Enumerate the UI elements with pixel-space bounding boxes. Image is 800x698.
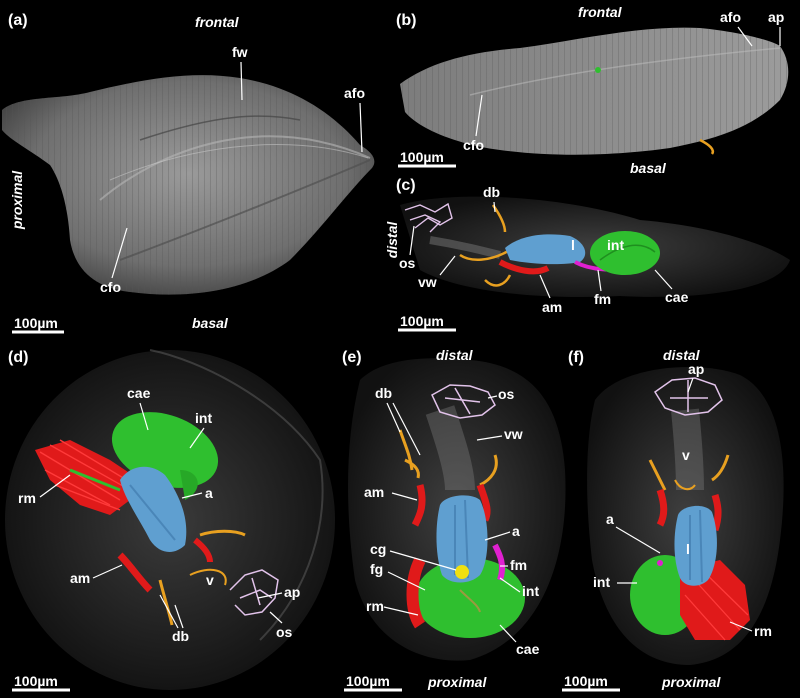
orientation-proximal-a: proximal [9, 170, 25, 230]
label-l-c: l [571, 237, 575, 253]
orientation-distal-c: distal [384, 221, 400, 259]
label-a-f: a [606, 511, 614, 527]
label-am-c: am [542, 299, 562, 315]
orientation-distal-e: distal [436, 347, 474, 363]
label-os-c: os [399, 255, 416, 271]
label-l-f: l [686, 541, 690, 557]
orientation-proximal-e: proximal [427, 674, 487, 690]
label-int-d: int [195, 410, 212, 426]
label-ap-b: ap [768, 9, 784, 25]
scale-bar-c: 100µm [400, 313, 444, 329]
intestine-green-c [590, 231, 660, 275]
panel-e-tag: (e) [342, 349, 362, 366]
panel-c: (c) distal db os vw l int am fm cae 100µ… [384, 177, 790, 332]
label-int-c: int [607, 237, 624, 253]
scale-bar-e: 100µm [346, 673, 390, 689]
label-v-f: v [682, 447, 690, 463]
label-rm-f: rm [754, 623, 772, 639]
scale-bar-a: 100µm [14, 315, 58, 331]
label-int-e: int [522, 583, 539, 599]
panel-d: (d) cae int rm a am v ap db os 100µm [5, 349, 335, 692]
gut-blue-f [674, 505, 717, 586]
panel-e: (e) distal db os vw am a cg fm fg int rm… [342, 347, 566, 692]
label-vw-e: vw [504, 426, 523, 442]
label-fg-e: fg [370, 561, 383, 577]
label-fm-e: fm [510, 557, 527, 573]
label-db-d: db [172, 628, 189, 644]
label-cfo-b: cfo [463, 137, 484, 153]
panel-f-tag: (f) [568, 349, 584, 366]
scale-bar-b: 100µm [400, 149, 444, 165]
label-int-f: int [593, 574, 610, 590]
label-rm-d: rm [18, 490, 36, 506]
scale-bar-f: 100µm [564, 673, 608, 689]
label-vw-c: vw [418, 274, 437, 290]
panel-b-tag: (b) [396, 12, 416, 29]
panel-f: (f) distal ap v a l int rm 100µm proxima… [562, 347, 784, 692]
operculum-e [431, 384, 496, 419]
label-fm-c: fm [594, 291, 611, 307]
operculum-c [404, 202, 453, 233]
panel-b: (b) frontal basal afo ap cfo 100µm [396, 4, 789, 176]
scale-bar-d: 100µm [14, 673, 58, 689]
label-a-e: a [512, 523, 520, 539]
label-am-d: am [70, 570, 90, 586]
label-os-d: os [276, 624, 293, 640]
orientation-basal-a: basal [192, 315, 229, 331]
label-ap-d: ap [284, 584, 300, 600]
gut-blue-e [436, 495, 488, 583]
label-afo-b: afo [720, 9, 741, 25]
panel-a: (a) frontal proximal basal fw afo cfo 10… [2, 12, 375, 334]
label-v-d: v [206, 572, 214, 588]
orientation-distal-f: distal [663, 347, 701, 363]
label-cae-d: cae [127, 385, 151, 401]
orientation-basal-b: basal [630, 160, 667, 176]
panel-d-tag: (d) [8, 349, 28, 366]
label-os-e: os [498, 386, 515, 402]
cerebral-ganglion-e [455, 565, 469, 579]
orientation-frontal-a: frontal [195, 14, 240, 30]
label-cg-e: cg [370, 541, 386, 557]
label-fw-a: fw [232, 44, 248, 60]
label-afo-a: afo [344, 85, 365, 101]
label-ap-f: ap [688, 361, 704, 377]
gut-blue-d [120, 466, 187, 552]
label-cae-c: cae [665, 289, 689, 305]
operculum-f [653, 377, 723, 416]
label-db-e: db [375, 385, 392, 401]
label-am-e: am [364, 484, 384, 500]
label-db-c: db [483, 184, 500, 200]
panel-c-tag: (c) [396, 177, 416, 194]
orientation-frontal-b: frontal [578, 4, 623, 20]
panel-a-tag: (a) [8, 12, 28, 29]
label-rm-e: rm [366, 598, 384, 614]
label-cae-e: cae [516, 641, 540, 657]
label-a-d: a [205, 485, 213, 501]
label-cfo-a: cfo [100, 279, 121, 295]
orientation-proximal-f: proximal [661, 674, 721, 690]
gut-blue-c [505, 234, 586, 265]
